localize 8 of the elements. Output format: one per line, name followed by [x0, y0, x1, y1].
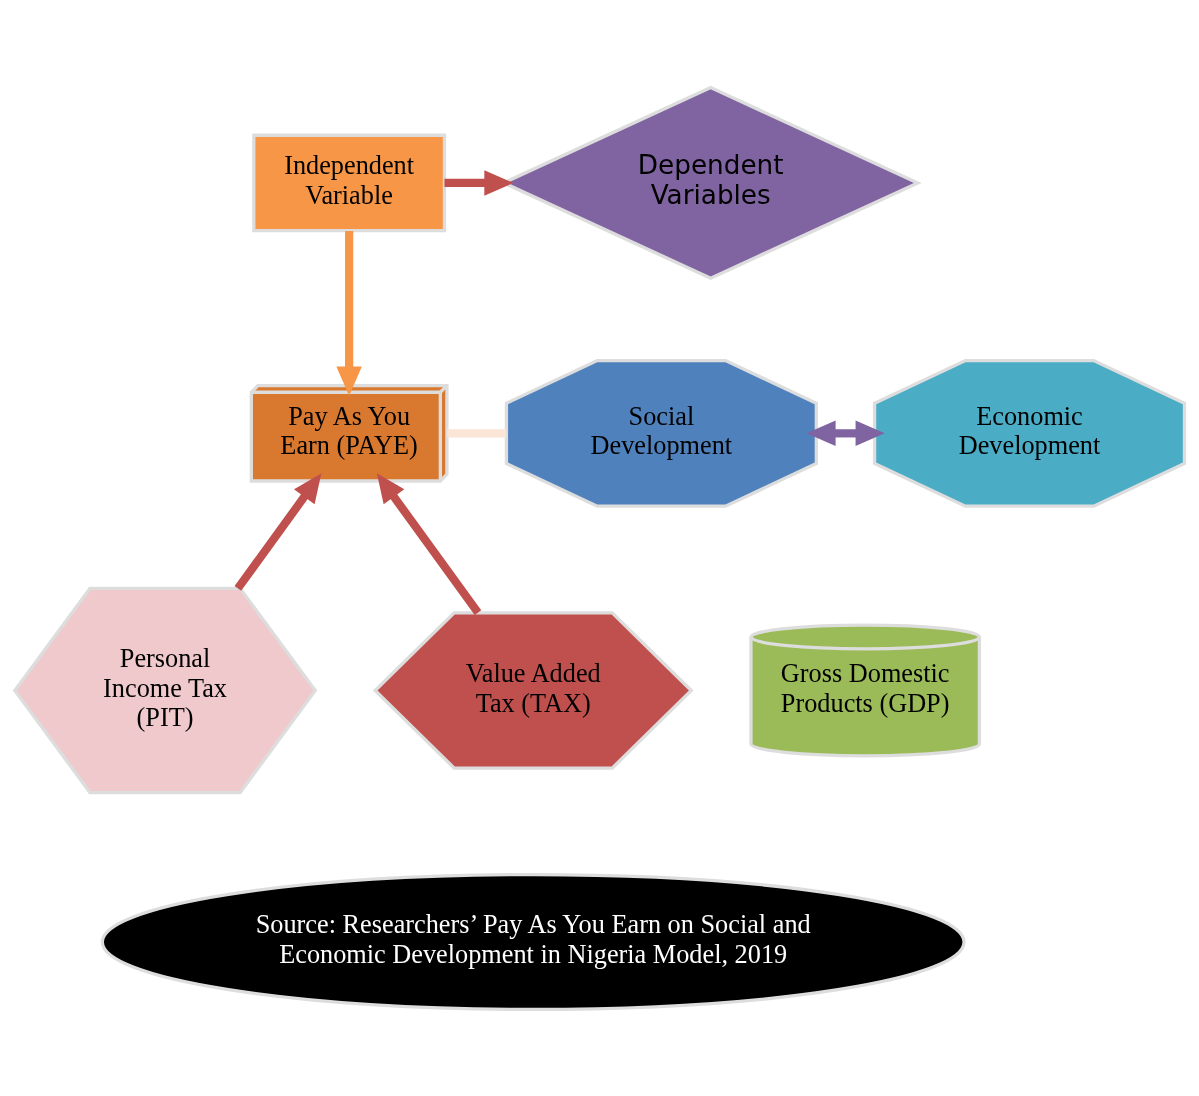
node-box: Independent Variable: [252, 133, 447, 232]
arrow: [376, 472, 482, 615]
arrow: [806, 420, 885, 446]
arrow: [234, 472, 322, 591]
connector: [447, 428, 507, 437]
arrow: [444, 169, 514, 196]
arrow: [336, 230, 362, 396]
node-ellipse: Source: Researchers’ Pay As You Earn on Social and Economic Development in Nigeria Model, 2019: [100, 872, 966, 1011]
